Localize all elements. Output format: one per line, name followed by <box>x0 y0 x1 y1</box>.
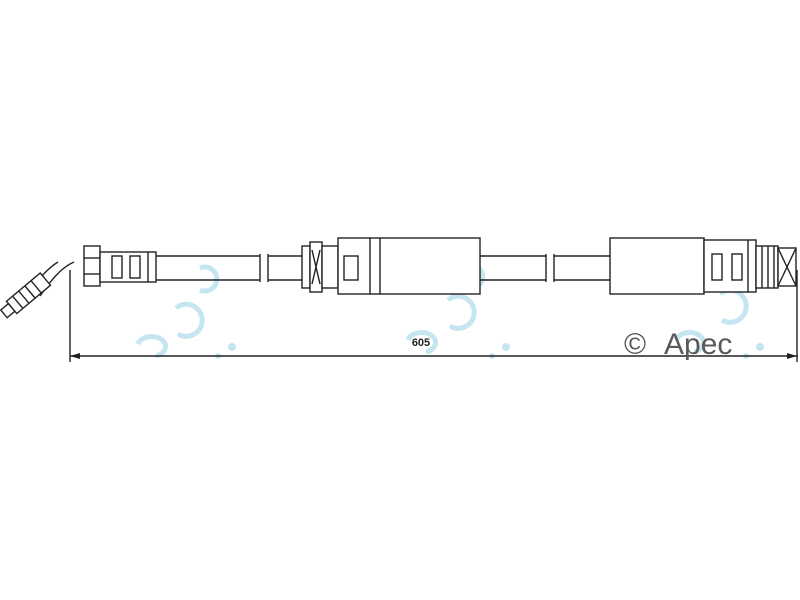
hose-segment-2 <box>480 254 610 282</box>
left-angled-fitting <box>0 261 75 319</box>
brand-name: Apec <box>664 328 732 361</box>
left-crimp-ferrule <box>99 251 157 283</box>
left-hex-nut <box>83 245 101 287</box>
center-bracket-fitting <box>301 237 481 295</box>
hose-segment-1 <box>156 254 302 282</box>
copyright-symbol: © <box>624 328 646 361</box>
dimension-line <box>69 270 798 362</box>
right-crimp-ferrule <box>609 237 757 295</box>
dimension-label: 605 <box>412 337 430 349</box>
right-threaded-end <box>777 247 797 287</box>
right-hex-nut <box>755 245 779 289</box>
watermark-mark-left <box>135 264 236 359</box>
copyright-mark: © Apec <box>624 328 732 361</box>
